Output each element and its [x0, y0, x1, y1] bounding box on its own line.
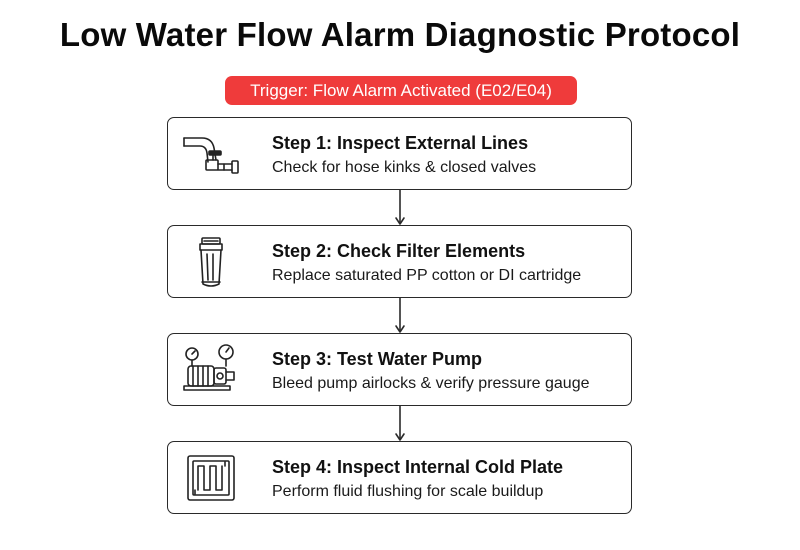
step-description: Check for hose kinks & closed valves [272, 159, 537, 176]
step-title: Step 4: Inspect Internal Cold Plate [272, 457, 564, 477]
step-title: Step 2: Check Filter Elements [272, 241, 526, 261]
flow-arrow [395, 406, 405, 441]
flow-arrow [395, 298, 405, 333]
step-description: Perform fluid flushing for scale buildup [272, 483, 544, 500]
filter-cartridge-icon [180, 234, 242, 290]
page-title: Low Water Flow Alarm Diagnostic Protocol [59, 16, 741, 53]
pump-gauge-icon [180, 342, 242, 398]
step-2-box: Step 2: Check Filter Elements Replace sa… [167, 225, 632, 298]
step-description: Replace saturated PP cotton or DI cartri… [272, 267, 582, 284]
step-title: Step 1: Inspect External Lines [272, 133, 529, 153]
trigger-badge: Trigger: Flow Alarm Activated (E02/E04) [225, 76, 577, 105]
step-4-box: Step 4: Inspect Internal Cold Plate Perf… [167, 441, 632, 514]
step-description: Bleed pump airlocks & verify pressure ga… [272, 375, 590, 392]
pipe-valve-icon [180, 126, 242, 182]
flow-arrow [395, 190, 405, 225]
step-title: Step 3: Test Water Pump [272, 349, 483, 369]
cold-plate-icon [180, 450, 242, 506]
step-1-box: Step 1: Inspect External Lines Check for… [167, 117, 632, 190]
step-3-box: Step 3: Test Water Pump Bleed pump airlo… [167, 333, 632, 406]
trigger-label: Trigger: Flow Alarm Activated (E02/E04) [250, 81, 552, 100]
